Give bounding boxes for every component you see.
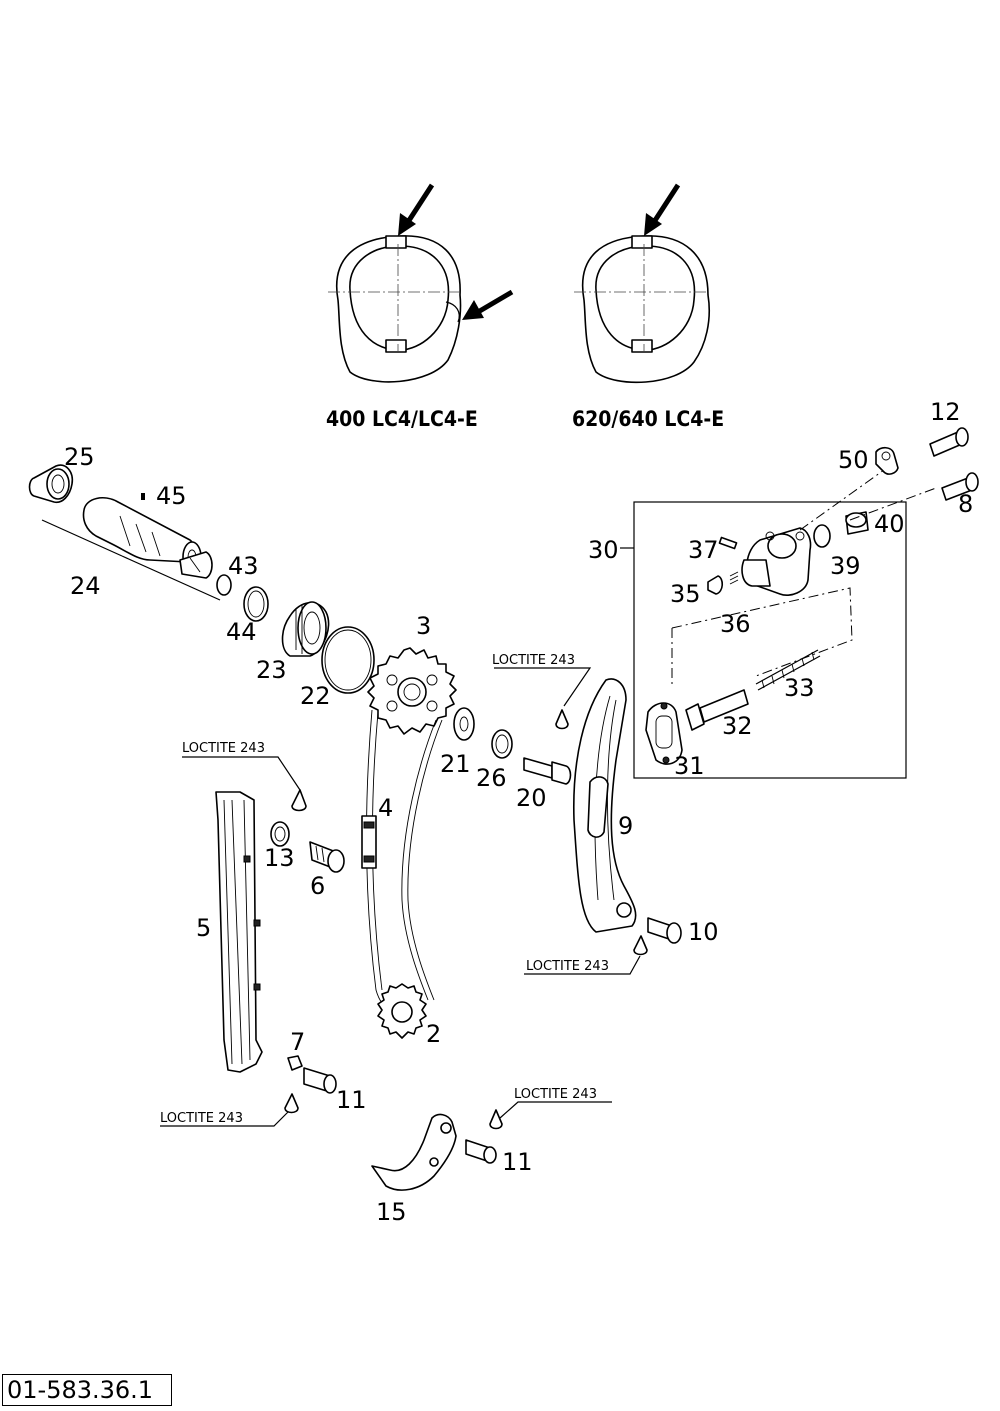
chain-slider-15 — [371, 1113, 457, 1191]
loctite-note: LOCTITE 243 — [526, 959, 609, 974]
callout-20: 20 — [516, 784, 547, 812]
callout-43: 43 — [228, 552, 259, 580]
pin-45 — [141, 493, 145, 500]
callout-32: 32 — [722, 712, 753, 740]
loctite-drop-icon — [284, 1093, 299, 1114]
callout-40: 40 — [874, 510, 905, 538]
bolt-20 — [523, 757, 572, 785]
callout-26: 26 — [476, 764, 507, 792]
callout-35: 35 — [670, 580, 701, 608]
callout-6: 6 — [310, 872, 325, 900]
tensioner-housing — [741, 527, 812, 596]
callout-9: 9 — [618, 812, 633, 840]
leader-line — [494, 667, 592, 707]
callout-36: 36 — [720, 610, 751, 638]
circlip-22 — [321, 626, 375, 694]
bearing-26 — [491, 729, 513, 759]
cap-35 — [707, 575, 724, 595]
loctite-drop-icon — [633, 935, 648, 956]
loctite-note: LOCTITE 243 — [160, 1111, 243, 1126]
callout-22: 22 — [300, 682, 331, 710]
spacer-7 — [287, 1055, 303, 1071]
leader-line — [121, 555, 221, 601]
gasket-31 — [645, 702, 683, 765]
callout-31: 31 — [674, 752, 705, 780]
callout-15: 15 — [376, 1198, 407, 1226]
timing-chain-4 — [361, 709, 443, 1011]
callout-2: 2 — [426, 1020, 441, 1048]
crank-sprocket-2 — [377, 983, 427, 1039]
assembly-guide-line — [799, 469, 937, 531]
assembly-guide-line — [671, 587, 853, 684]
plug-40 — [845, 511, 869, 535]
arrow-icon — [462, 289, 514, 320]
leader-line — [160, 1111, 289, 1127]
callout-21: 21 — [440, 750, 471, 778]
loctite-note: LOCTITE 243 — [492, 653, 575, 668]
ring-43 — [216, 574, 232, 596]
washer-21 — [453, 707, 475, 741]
callout-4: 4 — [378, 794, 393, 822]
washer-13 — [270, 821, 290, 847]
chain-guide-5 — [215, 791, 263, 1073]
callout-30: 30 — [588, 536, 619, 564]
callout-5: 5 — [196, 914, 211, 942]
callout-23: 23 — [256, 656, 287, 684]
tensioner-assembly-box-30 — [633, 501, 907, 779]
leader-line — [524, 955, 641, 975]
seal-ring-39 — [813, 524, 831, 548]
loctite-note: LOCTITE 243 — [514, 1087, 597, 1102]
cam-carrier-detail-620-640 — [574, 183, 711, 384]
callout-33: 33 — [784, 674, 815, 702]
callout-25: 25 — [64, 443, 95, 471]
pin-37 — [718, 536, 738, 550]
threaded-rod-33-thread — [761, 651, 815, 689]
threaded-rod-33 — [755, 649, 821, 691]
callout-7: 7 — [290, 1028, 305, 1056]
needle-bearing-25 — [28, 464, 74, 504]
loctite-drop-icon — [555, 709, 569, 730]
callout-13: 13 — [264, 844, 295, 872]
callout-8: 8 — [958, 490, 973, 518]
bolt-32 — [685, 689, 749, 731]
loctite-drop-icon — [291, 789, 307, 812]
callout-44: 44 — [226, 618, 257, 646]
diagram-reference-code: 01-583.36.1 — [2, 1374, 172, 1406]
leader-line — [41, 519, 123, 557]
bolt-11-lower — [303, 1067, 337, 1094]
callout-11-slider: 11 — [502, 1148, 533, 1176]
tensioner-rail-9 — [572, 678, 637, 933]
callout-12: 12 — [930, 398, 961, 426]
camshaft-24 — [82, 497, 213, 579]
bolt-6 — [309, 841, 345, 873]
callout-11-lower: 11 — [336, 1086, 367, 1114]
cam-carrier-detail-400 — [328, 183, 514, 383]
callout-50: 50 — [838, 446, 869, 474]
callout-10: 10 — [688, 918, 719, 946]
callout-3: 3 — [416, 612, 431, 640]
caption-variant-400: 400 LC4/LC4-E — [326, 407, 478, 431]
bolt-8 — [941, 472, 979, 501]
loctite-note: LOCTITE 243 — [182, 741, 265, 756]
ball-bearing-23 — [281, 601, 330, 657]
loctite-drop-icon — [489, 1109, 503, 1130]
leader-line — [499, 1101, 612, 1119]
callout-39: 39 — [830, 552, 861, 580]
callout-24: 24 — [70, 572, 101, 600]
leader-line — [182, 756, 301, 791]
spring-36 — [729, 571, 739, 585]
bolt-11-slider — [465, 1139, 497, 1164]
bolt-10 — [647, 917, 682, 944]
caption-variant-620-640: 620/640 LC4-E — [572, 407, 724, 431]
callout-45: 45 — [156, 482, 187, 510]
arrow-icon — [398, 183, 435, 236]
callout-37: 37 — [688, 536, 719, 564]
cam-sprocket-3 — [367, 647, 457, 735]
arrow-icon — [644, 183, 681, 236]
bolt-12 — [929, 427, 969, 457]
clamp-50 — [875, 446, 899, 475]
ring-44 — [243, 586, 269, 622]
